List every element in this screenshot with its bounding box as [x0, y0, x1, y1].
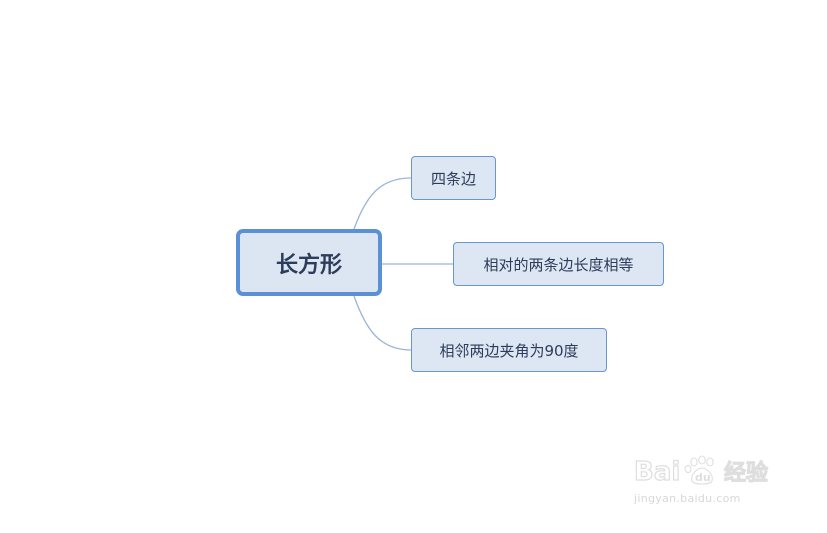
- branch-topic-four-sides[interactable]: 四条边: [411, 156, 496, 200]
- branch-topic-opposite-sides-equal[interactable]: 相对的两条边长度相等: [453, 242, 664, 286]
- svg-text:du: du: [695, 471, 711, 484]
- connector-branch-3: [353, 295, 412, 351]
- watermark-url: jingyan.baidu.com: [634, 492, 741, 505]
- baidu-jingyan-watermark: Bai du 经验 jingyan.baidu.com: [632, 444, 792, 514]
- svg-text:经验: 经验: [724, 460, 768, 486]
- branch-topic-adjacent-angle[interactable]: 相邻两边夹角为90度: [411, 328, 607, 372]
- svg-text:Bai: Bai: [634, 457, 680, 486]
- baidu-logo-icon: Bai du 经验: [633, 455, 769, 486]
- branch-topic-label: 四条边: [430, 169, 476, 188]
- branch-topic-label: 相对的两条边长度相等: [483, 255, 634, 274]
- branch-topic-label: 相邻两边夹角为90度: [439, 341, 579, 360]
- central-topic-label: 长方形: [275, 252, 342, 278]
- central-topic[interactable]: 长方形: [236, 229, 382, 296]
- connector-branch-1: [353, 177, 412, 230]
